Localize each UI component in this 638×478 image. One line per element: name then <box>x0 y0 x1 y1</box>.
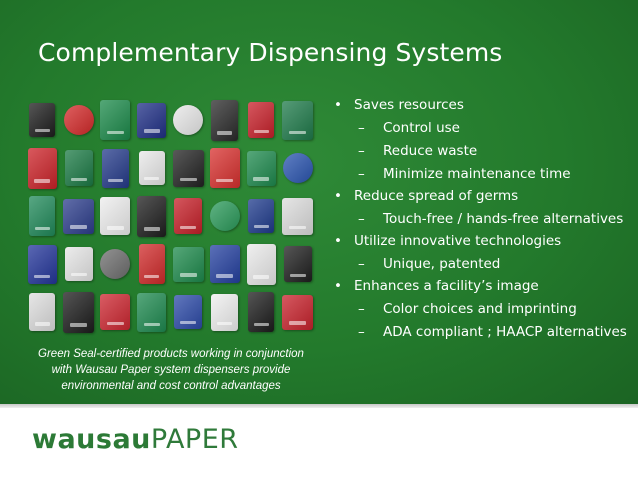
sub-bullet: – Minimize maintenance time <box>328 165 628 183</box>
sub-bullet-text: Touch-free / hands-free alternatives <box>383 211 624 227</box>
sub-bullet: – Control use <box>328 119 628 137</box>
dispenser-photo <box>100 197 131 235</box>
sub-bullet: – Unique, patented <box>328 255 628 273</box>
dispenser-product-grid <box>24 96 318 336</box>
sub-bullet-text: ADA compliant ; HAACP alternatives <box>383 324 627 340</box>
caption-line: with Wausau Paper system dispensers prov… <box>51 364 291 376</box>
dispenser-photo <box>29 293 56 331</box>
bullet-marker: • <box>334 188 342 204</box>
sub-bullet: – Reduce waste <box>328 142 628 160</box>
grid-caption: Green Seal-certified products working in… <box>18 346 324 394</box>
dispenser-photo <box>137 292 167 332</box>
dispenser-photo <box>100 294 131 330</box>
sub-bullet: – ADA compliant ; HAACP alternatives <box>328 323 628 341</box>
bullet-marker: • <box>334 278 342 294</box>
sub-marker: – <box>358 120 365 136</box>
dispenser-photo <box>138 244 165 284</box>
sub-marker: – <box>358 324 365 340</box>
dispenser-photo <box>64 247 93 281</box>
dispenser-photo <box>211 293 239 331</box>
footer-divider <box>0 404 638 408</box>
dispenser-photo <box>27 147 57 189</box>
bullet-marker: • <box>334 233 342 249</box>
dispenser-photo <box>282 100 314 140</box>
bullet-saves-resources: • Saves resources <box>328 96 628 114</box>
dispenser-photo <box>29 196 56 236</box>
dispenser-photo <box>29 103 56 137</box>
wausau-paper-logo: wausauPAPER <box>32 424 239 455</box>
dispenser-photo <box>209 245 240 283</box>
dispenser-photo <box>172 246 204 282</box>
dispenser-photo <box>172 149 204 187</box>
dispenser-photo <box>209 201 240 231</box>
bullet-reduce-germs: • Reduce spread of germs <box>328 187 628 205</box>
dispenser-photo <box>246 150 276 186</box>
bullet-text: Reduce spread of germs <box>354 188 519 204</box>
bullet-marker: • <box>334 97 342 113</box>
dispenser-photo <box>174 198 203 234</box>
dispenser-photo <box>173 105 204 135</box>
sub-bullet-text: Unique, patented <box>383 256 501 272</box>
caption-line: environmental and cost control advantage… <box>61 380 281 392</box>
dispenser-photo <box>282 294 314 330</box>
sub-bullet-text: Control use <box>383 120 460 136</box>
dispenser-photo <box>63 105 94 135</box>
dispenser-photo <box>137 195 167 237</box>
sub-bullet: – Touch-free / hands-free alternatives <box>328 210 628 228</box>
dispenser-photo <box>248 102 275 138</box>
bullet-innovative-tech: • Utilize innovative technologies <box>328 232 628 250</box>
dispenser-photo <box>63 198 95 234</box>
sub-marker: – <box>358 256 365 272</box>
sub-marker: – <box>358 301 365 317</box>
sub-bullet-text: Minimize maintenance time <box>383 166 571 182</box>
dispenser-photo <box>138 151 165 185</box>
dispenser-photo <box>27 244 57 284</box>
dispenser-photo <box>100 249 131 279</box>
dispenser-photo <box>63 291 95 333</box>
sub-bullet: – Color choices and imprinting <box>328 300 628 318</box>
dispenser-photo <box>209 148 240 188</box>
dispenser-photo <box>246 243 276 285</box>
slide-title: Complementary Dispensing Systems <box>38 38 503 67</box>
bullet-text: Saves resources <box>354 97 464 113</box>
sub-marker: – <box>358 211 365 227</box>
sub-bullet-text: Color choices and imprinting <box>383 301 577 317</box>
dispenser-photo <box>248 199 275 233</box>
dispenser-photo <box>100 100 131 140</box>
dispenser-photo <box>282 153 313 183</box>
dispenser-photo <box>211 99 239 141</box>
dispenser-photo <box>174 295 203 329</box>
dispenser-photo <box>248 292 275 332</box>
slide-background: Complementary Dispensing Systems Green S… <box>0 0 638 404</box>
dispenser-photo <box>101 148 129 188</box>
dispenser-photo <box>137 102 167 138</box>
dispenser-photo <box>283 246 312 282</box>
caption-line: Green Seal-certified products working in… <box>38 348 304 360</box>
dispenser-photo <box>64 150 93 186</box>
bullet-facility-image: • Enhances a facility’s image <box>328 277 628 295</box>
bullet-text: Enhances a facility’s image <box>354 278 539 294</box>
sub-marker: – <box>358 143 365 159</box>
sub-marker: – <box>358 166 365 182</box>
sub-bullet-text: Reduce waste <box>383 143 478 159</box>
benefit-bullet-list: • Saves resources – Control use – Reduce wa… <box>328 92 628 341</box>
dispenser-photo <box>282 197 314 235</box>
bullet-text: Utilize innovative technologies <box>354 233 562 249</box>
